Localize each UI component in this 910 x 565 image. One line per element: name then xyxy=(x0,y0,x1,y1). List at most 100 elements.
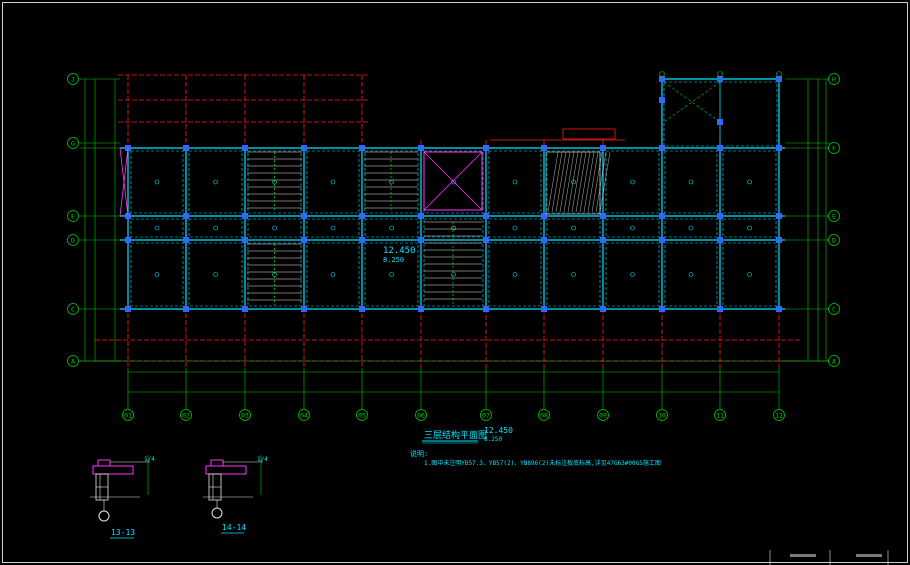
column xyxy=(359,213,365,219)
column xyxy=(301,237,307,243)
slab-panel xyxy=(130,150,184,214)
column xyxy=(418,145,424,151)
hatch-line xyxy=(579,151,591,213)
column xyxy=(717,306,723,312)
axis-label: J xyxy=(71,76,75,84)
hatch-line xyxy=(575,151,587,213)
opening xyxy=(545,151,601,215)
column xyxy=(183,145,189,151)
slab-panel xyxy=(247,218,302,238)
slab-panel xyxy=(306,150,360,214)
column xyxy=(659,97,665,103)
hatch-line xyxy=(555,151,567,213)
elevation-label: 8.250 xyxy=(383,256,404,264)
axis-label: E xyxy=(832,213,836,221)
axis-bubble xyxy=(828,210,840,222)
panel-tag xyxy=(747,225,752,231)
column xyxy=(541,145,547,151)
hatch-line xyxy=(583,151,595,213)
panel-tag xyxy=(330,225,336,231)
hatch-line xyxy=(563,151,575,213)
column xyxy=(659,237,665,243)
panel-tag xyxy=(213,272,218,277)
axis-bubble xyxy=(67,73,79,85)
column xyxy=(541,237,547,243)
axis-bubble xyxy=(239,409,251,421)
svg-text:1/4: 1/4 xyxy=(257,456,268,463)
slab-panel xyxy=(306,242,360,307)
slab-panel xyxy=(247,150,302,214)
column xyxy=(541,213,547,219)
opening-cross xyxy=(119,147,129,217)
slab-panel xyxy=(488,150,542,214)
column xyxy=(242,145,248,151)
panel-tag xyxy=(571,225,576,231)
column xyxy=(717,213,723,219)
panel-tag xyxy=(688,225,694,231)
column xyxy=(776,145,782,151)
axis-bubble xyxy=(828,355,840,367)
panel-tag xyxy=(512,225,518,231)
elevation-label: 12.450 xyxy=(484,426,513,435)
slab-panel xyxy=(722,150,777,214)
panel-tag xyxy=(213,225,218,231)
axis-marker xyxy=(776,71,782,77)
column xyxy=(717,76,723,82)
section-detail-14: 1/4 xyxy=(203,455,268,519)
elevator-shaft xyxy=(423,151,483,211)
column xyxy=(600,213,606,219)
column xyxy=(301,306,307,312)
axis-label: 05 xyxy=(358,412,366,420)
panel-tag xyxy=(630,225,635,231)
axis-bubble xyxy=(597,409,609,421)
axis-label: 08 xyxy=(540,412,548,420)
stair-and-shaft xyxy=(119,81,721,305)
columns xyxy=(125,76,782,312)
axis-bubble xyxy=(415,409,427,421)
column xyxy=(483,213,489,219)
axis-bubble xyxy=(828,142,840,154)
panel-tag xyxy=(688,179,694,185)
slab-panel xyxy=(306,218,360,238)
column xyxy=(717,145,723,151)
panel-tag xyxy=(451,272,456,277)
panel-tag xyxy=(451,225,456,231)
axis-label: E xyxy=(71,213,75,221)
column xyxy=(359,306,365,312)
axis-label: F xyxy=(832,145,836,153)
column xyxy=(242,237,248,243)
column xyxy=(600,237,606,243)
axis-bubble xyxy=(828,303,840,315)
slab-panel xyxy=(364,150,419,214)
slab-panel xyxy=(664,150,718,214)
axis-label: C xyxy=(832,306,836,314)
panel-tag xyxy=(630,272,635,277)
panel-tag xyxy=(688,272,694,277)
hatch-line xyxy=(567,151,579,213)
slab-panel xyxy=(364,218,419,238)
shaft-cross xyxy=(423,151,483,211)
beam-lines xyxy=(120,78,785,310)
panel-tag xyxy=(630,179,635,185)
axis-bubble xyxy=(67,303,79,315)
hatch-line xyxy=(587,151,599,213)
slab-panel xyxy=(130,218,184,238)
column xyxy=(418,306,424,312)
panel-tag xyxy=(330,179,336,185)
axis-label: 09 xyxy=(599,412,607,420)
column xyxy=(301,145,307,151)
panel-tag xyxy=(389,272,394,277)
column xyxy=(541,306,547,312)
column xyxy=(600,306,606,312)
grid-lines xyxy=(80,74,830,368)
slab-panel xyxy=(423,242,484,307)
column xyxy=(776,76,782,82)
note-text: 1.图中未注明YB57.3、YB57(2)、YB896(2)未标注板底标高,详见… xyxy=(424,459,661,467)
hatch-line xyxy=(571,151,583,213)
slab-panel xyxy=(188,150,243,214)
axis-label: 10 xyxy=(658,412,666,420)
slab-panels xyxy=(130,81,778,307)
axis-bubble xyxy=(356,409,368,421)
